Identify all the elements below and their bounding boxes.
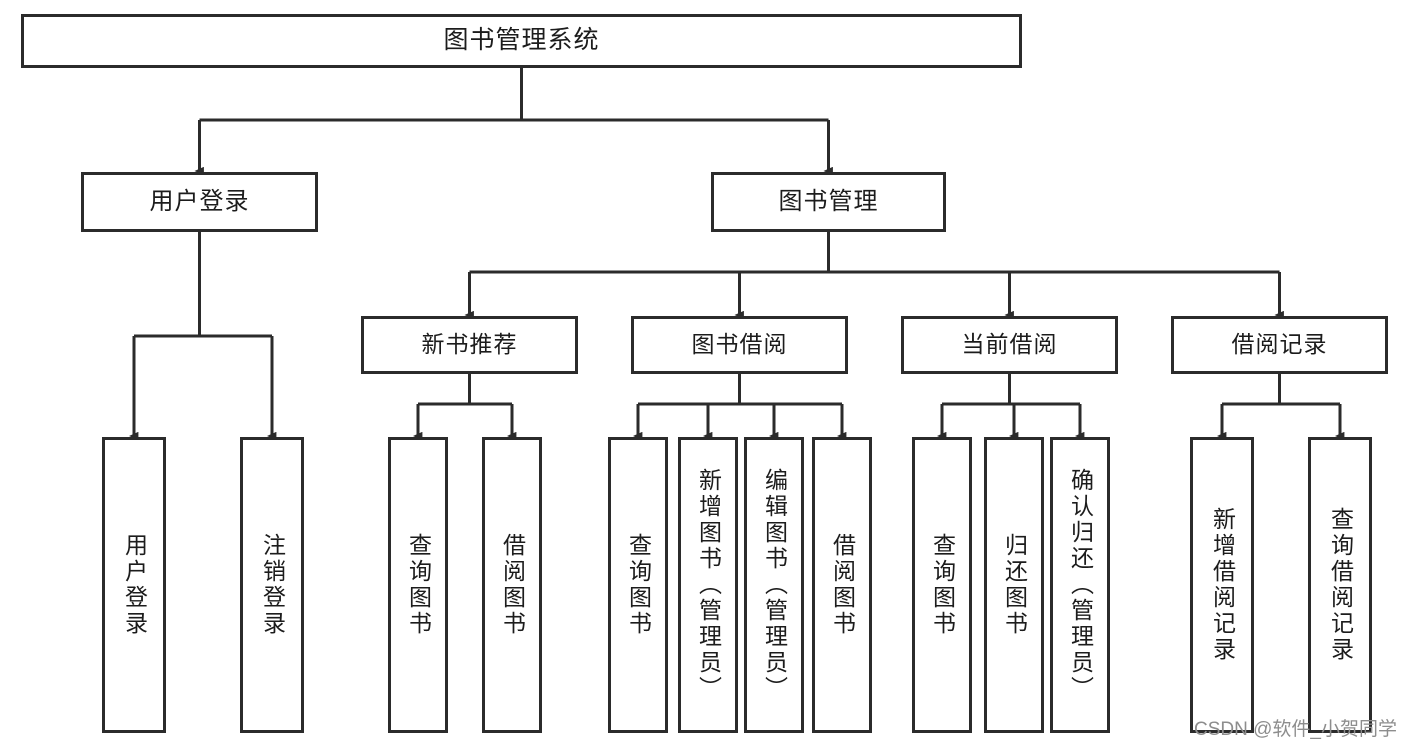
diagram-node-leaf-13[interactable]: 查询借阅记录 [1308, 437, 1372, 733]
diagram-node-leaf-2[interactable]: 注销登录 [240, 437, 304, 733]
node-label: 用户登录 [121, 533, 148, 637]
diagram-node-leaf-5[interactable]: 查询图书 [608, 437, 668, 733]
diagram-node-leaf-1[interactable]: 用户登录 [102, 437, 166, 733]
diagram-node-leaf-8[interactable]: 借阅图书 [812, 437, 872, 733]
node-label: 当前借阅 [961, 331, 1058, 358]
diagram-root-node[interactable]: 图书管理系统 [21, 14, 1022, 68]
diagram-node-leaf-9[interactable]: 查询图书 [912, 437, 972, 733]
node-label: 查询图书 [625, 533, 652, 637]
diagram-node-leaf-7[interactable]: 编辑图书（管理员） [744, 437, 804, 733]
node-label: 图书管理系统 [443, 26, 600, 55]
diagram-node-leaf-6[interactable]: 新增图书（管理员） [678, 437, 738, 733]
diagram-node-leaf-4[interactable]: 借阅图书 [482, 437, 542, 733]
node-label: 查询图书 [929, 533, 956, 637]
diagram-node-leaf-12[interactable]: 新增借阅记录 [1190, 437, 1254, 733]
diagram-node-l3-borrow[interactable]: 图书借阅 [631, 316, 848, 374]
node-label: 查询借阅记录 [1327, 507, 1354, 663]
diagram-node-l2-book[interactable]: 图书管理 [711, 172, 946, 232]
watermark: CSDN @软件_小贺同学 [1194, 719, 1397, 740]
node-label: 图书借阅 [691, 331, 788, 358]
node-label: 确认归还（管理员） [1067, 468, 1094, 702]
diagram-node-leaf-10[interactable]: 归还图书 [984, 437, 1044, 733]
node-label: 查询图书 [405, 533, 432, 637]
node-label: 新增图书（管理员） [695, 468, 722, 702]
diagram-node-leaf-11[interactable]: 确认归还（管理员） [1050, 437, 1110, 733]
node-label: 借阅图书 [829, 533, 856, 637]
diagram-node-l3-current[interactable]: 当前借阅 [901, 316, 1118, 374]
diagram-node-l2-login[interactable]: 用户登录 [81, 172, 318, 232]
node-label: 图书管理 [778, 187, 879, 215]
node-label: 注销登录 [259, 533, 286, 637]
node-label: 借阅记录 [1231, 331, 1328, 358]
node-label: 新书推荐 [421, 331, 518, 358]
node-label: 归还图书 [1001, 533, 1028, 637]
node-label: 新增借阅记录 [1209, 507, 1236, 663]
node-label: 用户登录 [149, 187, 250, 215]
diagram-node-l3-record[interactable]: 借阅记录 [1171, 316, 1388, 374]
node-label: 编辑图书（管理员） [761, 468, 788, 702]
diagram-node-l3-new[interactable]: 新书推荐 [361, 316, 578, 374]
diagram-node-leaf-3[interactable]: 查询图书 [388, 437, 448, 733]
node-label: 借阅图书 [499, 533, 526, 637]
